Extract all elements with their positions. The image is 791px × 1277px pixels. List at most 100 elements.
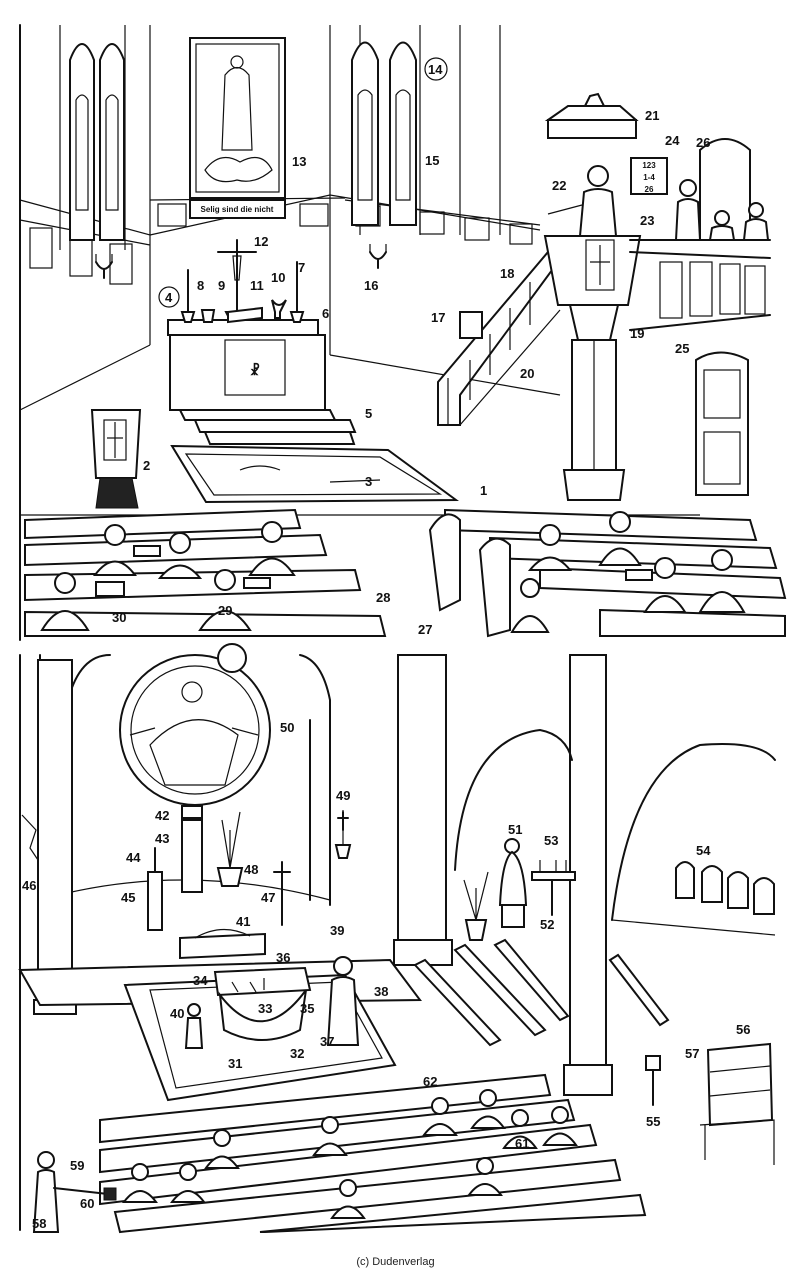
label-9: 9: [218, 278, 225, 293]
lectern: [90, 409, 142, 509]
label-49: 49: [336, 788, 350, 803]
label-39: 39: [330, 923, 344, 938]
hymn-number-2: 1-4: [643, 173, 655, 182]
label-21: 21: [645, 108, 659, 123]
wall-ornament: [21, 814, 39, 861]
label-31: 31: [228, 1056, 242, 1071]
label-22: 22: [552, 178, 566, 193]
label-24: 24: [665, 133, 680, 148]
paschal-candle: [147, 847, 163, 931]
label-59: 59: [70, 1158, 84, 1173]
altar-bible: [227, 306, 263, 324]
reference-numbers: 1 2 3 4 5 6 7 8 9 10 11 12 13 14 15 16 1…: [22, 57, 750, 1231]
label-32: 32: [290, 1046, 304, 1061]
label-25: 25: [675, 341, 689, 356]
label-61: 61: [515, 1136, 529, 1151]
altar-candles: [180, 261, 305, 323]
potted-plant-altar: [216, 811, 244, 887]
label-19: 19: [630, 326, 644, 341]
label-20: 20: [520, 366, 534, 381]
label-1: 1: [480, 483, 487, 498]
label-8: 8: [197, 278, 204, 293]
label-45: 45: [121, 890, 135, 905]
altar: ☧: [167, 319, 357, 445]
hymn-number-1: 123: [642, 161, 656, 170]
votive-candle-stand: [531, 860, 576, 916]
congregation: [40, 511, 746, 633]
baptism-candle-holder: [181, 805, 203, 893]
label-37: 37: [320, 1034, 334, 1049]
preacher: [547, 165, 618, 237]
label-53: 53: [544, 833, 558, 848]
label-34: 34: [193, 973, 208, 988]
label-10: 10: [271, 270, 285, 285]
label-58: 58: [32, 1216, 46, 1231]
label-41: 41: [236, 914, 250, 929]
label-11: 11: [250, 278, 264, 293]
label-13: 13: [292, 154, 306, 169]
pulpit-sounding-board: [544, 92, 639, 139]
altarpiece-painting: Selig sind die nicht: [189, 37, 286, 219]
label-17: 17: [431, 310, 445, 325]
label-54: 54: [696, 843, 711, 858]
label-30: 30: [112, 610, 126, 625]
hanging-lamp: [334, 810, 352, 859]
label-60: 60: [80, 1196, 94, 1211]
label-51: 51: [508, 822, 522, 837]
hymn-number-3: 26: [645, 185, 654, 194]
label-35: 35: [300, 1001, 314, 1016]
label-48: 48: [244, 862, 258, 877]
label-52: 52: [540, 917, 554, 932]
label-15: 15: [425, 153, 439, 168]
label-42: 42: [155, 808, 169, 823]
baptismal-font: [213, 966, 312, 1041]
baptistery-scene: [18, 643, 776, 1234]
label-18: 18: [500, 266, 514, 281]
label-43: 43: [155, 831, 169, 846]
processional-cross: [273, 861, 291, 926]
wall-candelabra: [95, 244, 387, 279]
label-14: 14: [428, 62, 443, 77]
chancel-rail: [179, 928, 266, 960]
label-57: 57: [685, 1046, 699, 1061]
label-47: 47: [261, 890, 275, 905]
madonna-statue: [498, 838, 528, 928]
stained-glass-window-left: [69, 43, 125, 241]
altar-inscription: Selig sind die nicht: [201, 205, 274, 214]
label-6: 6: [322, 306, 329, 321]
side-pews: [413, 938, 670, 1047]
label-23: 23: [640, 213, 654, 228]
label-44: 44: [126, 850, 141, 865]
stained-glass-window-right: [351, 41, 417, 226]
label-26: 26: [696, 135, 710, 150]
chalice: [271, 299, 287, 319]
label-56: 56: [736, 1022, 750, 1037]
label-5: 5: [365, 406, 372, 421]
label-50: 50: [280, 720, 294, 735]
label-12: 12: [254, 234, 268, 249]
church-interior-scene: Selig sind die nicht ☧: [19, 24, 787, 641]
label-55: 55: [646, 1114, 660, 1129]
label-28: 28: [376, 590, 390, 605]
label-33: 33: [258, 1001, 272, 1016]
pulpit-stairs: [437, 250, 561, 426]
offering-box: [645, 1055, 661, 1106]
label-16: 16: [364, 278, 378, 293]
label-7: 7: [298, 260, 305, 275]
label-36: 36: [276, 950, 290, 965]
christ-mosaic: [119, 643, 271, 806]
altar-carpet: [170, 444, 460, 504]
label-3: 3: [365, 474, 372, 489]
label-27: 27: [418, 622, 432, 637]
priest: [326, 956, 360, 1046]
worshippers: [122, 1089, 578, 1219]
usher: [32, 1151, 117, 1233]
label-4: 4: [165, 290, 173, 305]
stations-of-the-cross: [675, 861, 775, 915]
main-pews: [99, 1073, 647, 1234]
label-40: 40: [170, 1006, 184, 1021]
ciborium: [200, 309, 216, 323]
godparent-child: [184, 1003, 204, 1049]
potted-tree: [463, 871, 489, 941]
